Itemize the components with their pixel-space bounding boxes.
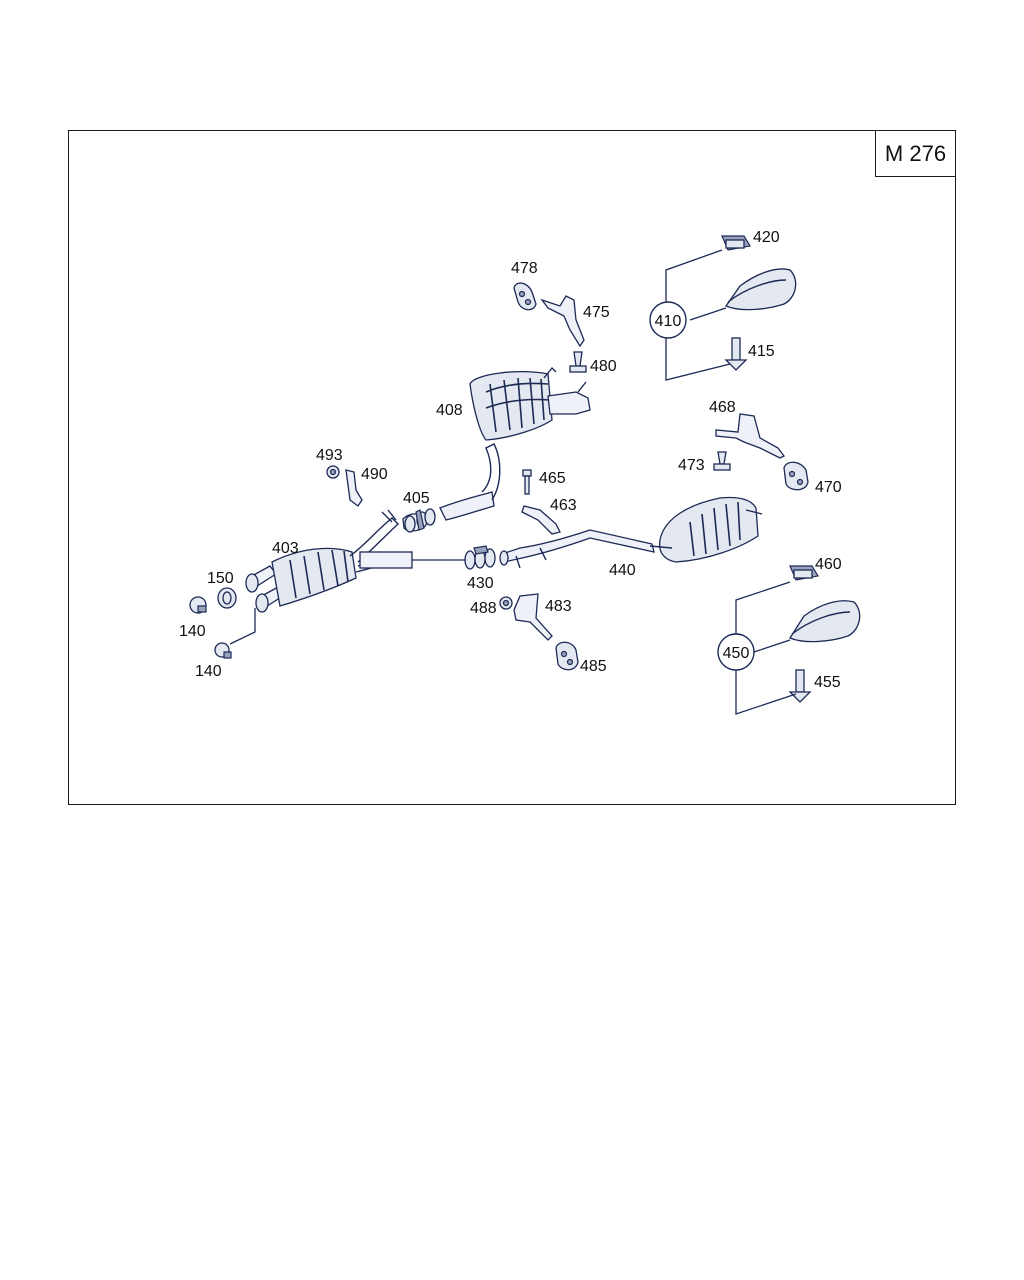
- callout-408: 408: [436, 402, 463, 419]
- callout-440: 440: [609, 562, 636, 579]
- callout-430: 430: [467, 575, 494, 592]
- callout-465: 465: [539, 470, 566, 487]
- clip-460: [789, 565, 819, 581]
- callout-circle-450: 450: [717, 633, 755, 671]
- callout-450: 450: [723, 645, 750, 662]
- clamp-430: [464, 545, 496, 570]
- tailpipe-trim-450: [789, 600, 861, 643]
- rubber-mount-485: [555, 641, 579, 671]
- callout-150: 150: [207, 570, 234, 587]
- rubber-mount-470: [783, 461, 809, 491]
- callout-478: 478: [511, 260, 538, 277]
- catalytic-converter-403: [245, 509, 413, 613]
- bracket-468: [715, 413, 785, 459]
- callout-468: 468: [709, 399, 736, 416]
- diagram-frame: M 276: [68, 130, 956, 805]
- callout-480: 480: [590, 358, 617, 375]
- callout-475: 475: [583, 304, 610, 321]
- callout-415: 415: [748, 343, 775, 360]
- bolt-465: [522, 469, 532, 495]
- callout-140-lower: 140: [195, 663, 222, 680]
- model-label: M 276: [875, 130, 956, 177]
- clip-420: [721, 235, 751, 251]
- nut-493: [326, 465, 340, 479]
- rubber-mount-478: [513, 282, 537, 311]
- tailpipe-trim-410: [725, 268, 797, 311]
- callout-403: 403: [272, 540, 299, 557]
- nut-488: [499, 596, 513, 610]
- callout-485: 485: [580, 658, 607, 675]
- rear-pipe-440: [499, 529, 655, 569]
- callout-483: 483: [545, 598, 572, 615]
- clamp-140-lower: [214, 642, 232, 659]
- callout-488: 488: [470, 600, 497, 617]
- callout-473: 473: [678, 457, 705, 474]
- callout-470: 470: [815, 479, 842, 496]
- connector-pipe-405: [402, 508, 436, 533]
- ring-150: [217, 587, 237, 609]
- callout-circle-410: 410: [649, 301, 687, 339]
- bracket-463: [521, 505, 561, 535]
- screw-473: [713, 451, 731, 471]
- clamp-140-upper: [189, 596, 207, 614]
- callout-490: 490: [361, 466, 388, 483]
- callout-455: 455: [814, 674, 841, 691]
- callout-420: 420: [753, 229, 780, 246]
- callout-410: 410: [655, 313, 682, 330]
- screw-455: [788, 669, 812, 703]
- callout-140-upper: 140: [179, 623, 206, 640]
- callout-463: 463: [550, 497, 577, 514]
- callout-493: 493: [316, 447, 343, 464]
- muffler-408: [469, 366, 591, 441]
- bracket-483: [513, 593, 553, 641]
- callout-460: 460: [815, 556, 842, 573]
- callout-405: 405: [403, 490, 430, 507]
- bracket-475: [540, 295, 585, 348]
- rear-muffler: [649, 496, 763, 563]
- bracket-490: [345, 469, 363, 507]
- screw-480: [569, 351, 587, 373]
- screw-415: [724, 337, 748, 371]
